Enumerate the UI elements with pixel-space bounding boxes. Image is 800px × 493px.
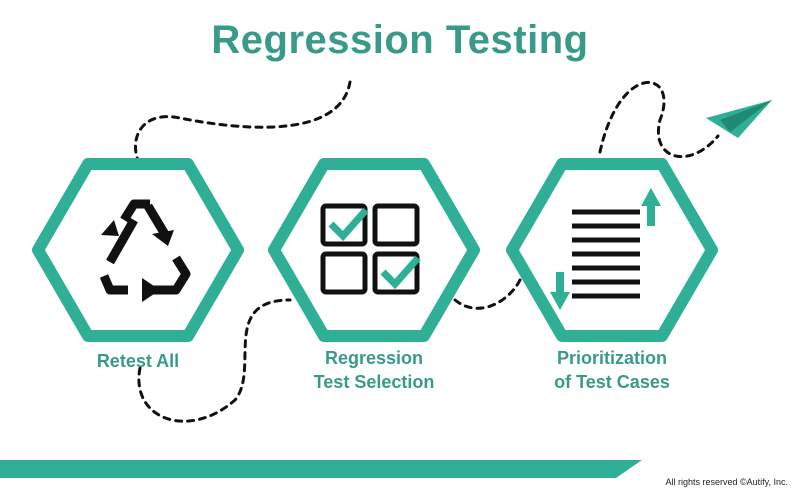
checkbox-grid-icon xyxy=(320,203,421,295)
recycle-icon xyxy=(99,199,191,302)
hexagon-retest-all xyxy=(32,158,244,342)
copyright-note: All rights reserved ©Autify, Inc. xyxy=(665,477,788,487)
page-title: Regression Testing xyxy=(211,18,589,62)
priority-list-icon xyxy=(550,188,661,310)
paper-plane-icon xyxy=(706,100,772,138)
step-label-regression-test-selection: Regression Test Selection xyxy=(313,348,435,392)
dashed-path xyxy=(453,278,522,310)
bottom-accent-bar xyxy=(0,460,642,478)
dashed-path xyxy=(137,298,292,423)
hexagon-prioritization xyxy=(506,158,718,342)
dashed-path xyxy=(598,80,720,159)
arrow-down-icon xyxy=(550,272,570,310)
step-label-prioritization: Prioritization of Test Cases xyxy=(554,348,670,392)
dashed-path xyxy=(133,80,352,162)
hexagon-regression-test-selection xyxy=(268,158,480,342)
step-label-retest-all: Retest All xyxy=(96,351,180,371)
arrow-up-icon xyxy=(641,188,661,226)
